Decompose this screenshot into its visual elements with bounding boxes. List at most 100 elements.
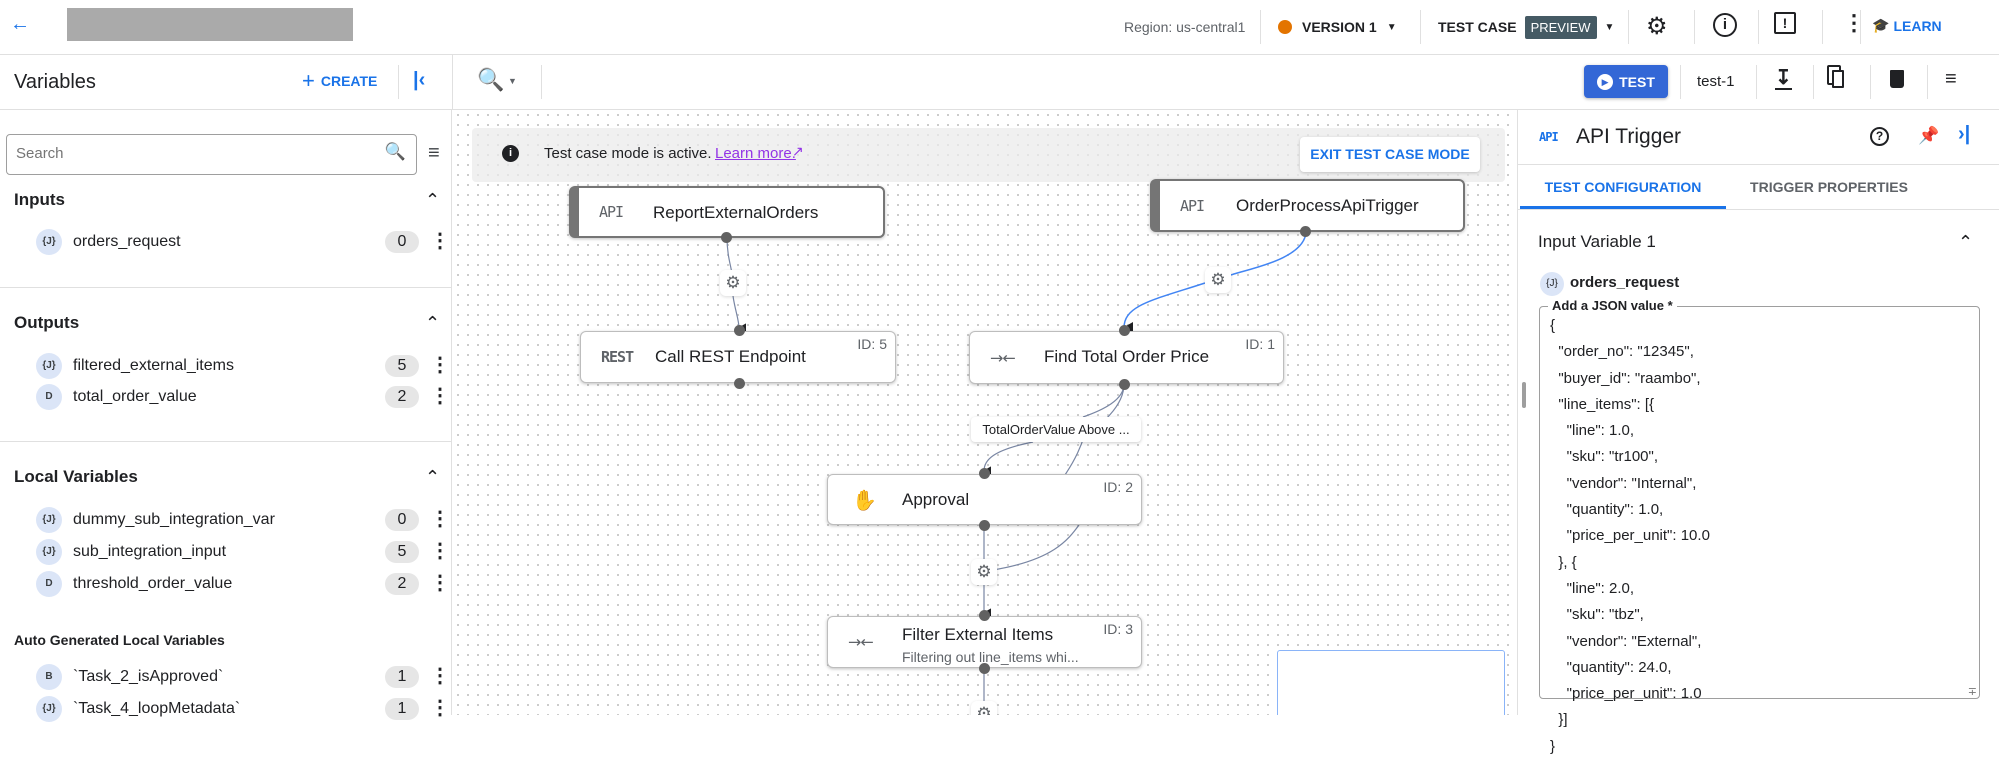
usage-count-badge: 5: [385, 355, 419, 377]
download-icon[interactable]: ↧: [1775, 67, 1792, 90]
connector-point[interactable]: [1300, 226, 1311, 237]
pin-icon[interactable]: 📌: [1918, 126, 1940, 145]
connector-point[interactable]: [734, 378, 745, 389]
task-node-call-rest-endpoint[interactable]: REST Call REST Endpoint ID: 5: [580, 331, 896, 383]
variable-row[interactable]: {J} filtered_external_items 5 ⋮: [0, 351, 452, 381]
trigger-node-report-external-orders[interactable]: API ReportExternalOrders: [569, 186, 885, 238]
connector-point[interactable]: [979, 468, 990, 479]
variable-row[interactable]: {J} sub_integration_input 5 ⋮: [0, 537, 452, 567]
dropdown-caret-icon: ▼: [1386, 21, 1397, 33]
list-view-icon[interactable]: ≡: [1945, 68, 1957, 90]
json-textarea[interactable]: { "order_no": "12345", "buyer_id": "raam…: [1550, 317, 1710, 755]
chevron-up-icon[interactable]: ⌃: [425, 190, 441, 210]
test-mode-banner: i Test case mode is active. Learn more. …: [472, 128, 1505, 182]
chevron-up-icon[interactable]: ⌃: [425, 467, 441, 487]
section-title-local-variables: Local Variables: [14, 467, 138, 486]
run-test-button[interactable]: ▶ TEST: [1584, 65, 1668, 98]
exit-test-case-mode-button[interactable]: EXIT TEST CASE MODE: [1300, 137, 1480, 172]
edge-condition-label[interactable]: TotalOrderValue Above ...: [971, 417, 1141, 442]
variable-row[interactable]: D threshold_order_value 2 ⋮: [0, 569, 452, 599]
panel-resize-handle[interactable]: [1522, 382, 1526, 408]
sort-filter-icon[interactable]: ≡: [428, 142, 440, 164]
search-input[interactable]: [16, 145, 356, 162]
learn-label: LEARN: [1893, 17, 1942, 34]
variable-row[interactable]: {J} orders_request 0 ⋮: [0, 227, 452, 257]
node-title: Call REST Endpoint: [655, 347, 806, 366]
version-selector[interactable]: VERSION 1 ▼: [1278, 12, 1397, 42]
back-arrow-icon[interactable]: ←: [10, 13, 30, 35]
data-mapping-icon: →←: [990, 348, 1016, 367]
feedback-icon[interactable]: !: [1774, 12, 1796, 34]
tab-test-configuration[interactable]: TEST CONFIGURATION: [1520, 165, 1726, 209]
chevron-up-icon[interactable]: ⌃: [1958, 232, 1974, 252]
delete-icon[interactable]: [1890, 70, 1904, 88]
connector-point[interactable]: [734, 325, 745, 336]
info-icon[interactable]: i: [1713, 13, 1737, 37]
learn-button[interactable]: 🎓 LEARN: [1872, 17, 1942, 34]
connector-point[interactable]: [721, 232, 732, 243]
minimap[interactable]: [1277, 650, 1505, 715]
copy-icon[interactable]: [1832, 70, 1844, 88]
connector-point[interactable]: [1119, 379, 1130, 390]
connector-point[interactable]: [979, 663, 990, 674]
settings-gear-icon[interactable]: ⚙: [1646, 13, 1668, 40]
variable-search-field[interactable]: 🔍: [6, 134, 417, 175]
version-label: VERSION 1: [1302, 19, 1377, 35]
tab-trigger-properties[interactable]: TRIGGER PROPERTIES: [1750, 179, 1908, 195]
variable-name: sub_integration_input: [73, 543, 227, 560]
resize-grip-icon[interactable]: ∓: [1967, 686, 1977, 698]
trigger-node-order-process-api-trigger[interactable]: API OrderProcessApiTrigger: [1150, 179, 1465, 232]
create-variable-button[interactable]: + CREATE: [302, 70, 377, 92]
test-case-name: test-1: [1697, 73, 1735, 90]
variable-name: threshold_order_value: [73, 575, 233, 592]
dropdown-caret-icon: ▼: [1604, 21, 1615, 33]
json-type-icon: {J}: [36, 507, 62, 533]
variable-row[interactable]: B `Task_2_isApproved` 1 ⋮: [0, 662, 452, 692]
more-vert-icon[interactable]: ⋮: [1843, 10, 1865, 35]
chevron-up-icon[interactable]: ⌃: [425, 313, 441, 333]
help-icon[interactable]: ?: [1870, 127, 1889, 146]
variables-panel-title: Variables: [14, 71, 96, 93]
task-node-filter-external-items[interactable]: →← Filter External Items Filtering out l…: [827, 616, 1142, 668]
json-type-icon: {J}: [36, 539, 62, 565]
open-in-new-icon: ↗: [792, 143, 804, 159]
close-panel-icon[interactable]: ›|: [1958, 123, 1971, 145]
variable-row[interactable]: {J} dummy_sub_integration_var 0 ⋮: [0, 505, 452, 535]
more-vert-icon[interactable]: ⋮: [430, 385, 450, 407]
zoom-in-icon[interactable]: 🔍: [477, 67, 505, 92]
api-icon: API: [1180, 196, 1205, 215]
rest-icon: REST: [601, 348, 634, 366]
variable-name: filtered_external_items: [73, 357, 234, 374]
more-vert-icon[interactable]: ⋮: [430, 665, 450, 687]
json-type-icon: {J}: [36, 353, 62, 379]
more-vert-icon[interactable]: ⋮: [430, 354, 450, 376]
more-vert-icon[interactable]: ⋮: [430, 230, 450, 252]
connector-point[interactable]: [979, 610, 990, 621]
more-vert-icon[interactable]: ⋮: [430, 697, 450, 719]
node-title: ReportExternalOrders: [653, 203, 819, 222]
version-status-dot: [1278, 20, 1292, 34]
zoom-dropdown-caret-icon[interactable]: ▼: [508, 76, 517, 86]
connector-point[interactable]: [979, 520, 990, 531]
more-vert-icon[interactable]: ⋮: [430, 508, 450, 530]
edge-settings-gear-icon[interactable]: ⚙: [1205, 267, 1231, 293]
learn-more-link[interactable]: Learn more.: [715, 145, 796, 162]
integration-canvas[interactable]: i Test case mode is active. Learn more. …: [453, 110, 1517, 715]
input-variable-section-title: Input Variable 1: [1538, 232, 1656, 251]
more-vert-icon[interactable]: ⋮: [430, 572, 450, 594]
task-node-approval[interactable]: ✋ Approval ID: 2: [827, 474, 1142, 525]
edge-settings-gear-icon[interactable]: ⚙: [971, 701, 997, 715]
collapse-panel-icon[interactable]: |‹: [413, 69, 426, 91]
more-vert-icon[interactable]: ⋮: [430, 540, 450, 562]
edge-settings-gear-icon[interactable]: ⚙: [971, 559, 997, 585]
variable-row[interactable]: {J} `Task_4_loopMetadata` 1 ⋮: [0, 694, 452, 724]
node-title: Filter External Items: [902, 625, 1054, 644]
panel-title: API Trigger: [1576, 125, 1682, 148]
json-type-icon: {J}: [36, 696, 62, 722]
connector-point[interactable]: [1119, 325, 1130, 336]
variable-row[interactable]: D total_order_value 2 ⋮: [0, 382, 452, 412]
task-node-find-total-order-price[interactable]: →← Find Total Order Price ID: 1: [969, 331, 1284, 384]
test-case-selector[interactable]: TEST CASE PREVIEW ▼: [1438, 12, 1614, 42]
json-value-field[interactable]: Add a JSON value * { "order_no": "12345"…: [1539, 298, 1980, 755]
edge-settings-gear-icon[interactable]: ⚙: [720, 270, 746, 296]
